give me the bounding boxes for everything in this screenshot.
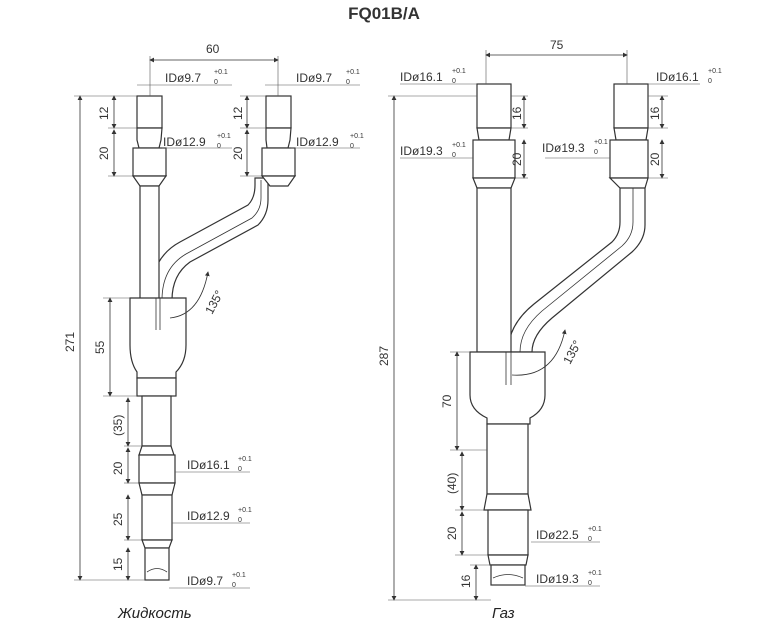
dim-20-low-gas: 20 (445, 526, 459, 540)
tol-upper: +0.1 (452, 142, 466, 149)
tol-lower: 0 (708, 78, 712, 85)
id-low3-liquid: IDø9.7 (187, 574, 223, 588)
dim-15-liquid: 15 (111, 557, 125, 571)
tol-lower: 0 (588, 580, 592, 587)
dim-35-liquid: (35) (111, 415, 125, 436)
id-mid-right-liquid: IDø12.9 (296, 135, 339, 149)
tol-upper: +0.1 (350, 133, 364, 140)
dim-16-low-gas: 16 (459, 574, 473, 588)
angle-gas: 135° (560, 338, 584, 367)
tol-lower: 0 (238, 466, 242, 473)
id-top-left-liquid: IDø9.7 (165, 71, 201, 85)
tol-upper: +0.1 (708, 68, 722, 75)
tol-upper: +0.1 (232, 572, 246, 579)
id-top-right-liquid: IDø9.7 (296, 71, 332, 85)
dim-spacing-gas: 75 (550, 38, 564, 52)
tol-upper: +0.1 (214, 69, 228, 76)
tol-upper: +0.1 (217, 133, 231, 140)
id-low1-liquid: IDø16.1 (187, 458, 230, 472)
dim-20-low-liquid: 20 (111, 461, 125, 475)
tol-lower: 0 (452, 78, 456, 85)
tol-upper: +0.1 (238, 507, 252, 514)
tol-upper: +0.1 (238, 456, 252, 463)
dim-20-right-liquid: 20 (231, 146, 245, 160)
gas-caption: Газ (492, 605, 515, 622)
tol-lower: 0 (588, 536, 592, 543)
dim-total-gas: 287 (377, 346, 391, 366)
dim-12-right-liquid: 12 (231, 106, 245, 120)
tol-upper: +0.1 (346, 69, 360, 76)
angle-liquid: 135° (202, 288, 226, 317)
dim-20-right-gas: 20 (648, 152, 662, 166)
id-low2-liquid: IDø12.9 (187, 509, 230, 523)
tol-lower: 0 (238, 517, 242, 524)
gas-branch-pipe (469, 83, 649, 586)
dim-spacing-liquid: 60 (206, 42, 220, 56)
dim-16-right-gas: 16 (648, 106, 662, 120)
liquid-dimensions: 60 271 12 20 12 20 55 (35) 20 25 15 135°… (63, 42, 364, 589)
tol-lower: 0 (452, 152, 456, 159)
dim-20-left-liquid: 20 (97, 146, 111, 160)
id-top-left-gas: IDø16.1 (400, 70, 443, 84)
id-low2-gas: IDø19.3 (536, 572, 579, 586)
tol-lower: 0 (594, 149, 598, 156)
liquid-branch-pipe (129, 95, 297, 581)
id-mid-left-gas: IDø19.3 (400, 144, 443, 158)
tol-lower: 0 (350, 143, 354, 150)
tol-upper: +0.1 (452, 68, 466, 75)
tol-lower: 0 (217, 143, 221, 150)
dim-total-liquid: 271 (63, 332, 77, 352)
id-low1-gas: IDø22.5 (536, 528, 579, 542)
dim-16-left-gas: 16 (510, 106, 524, 120)
id-top-right-gas: IDø16.1 (656, 70, 699, 84)
id-mid-left-liquid: IDø12.9 (163, 135, 206, 149)
dim-40-gas: (40) (445, 473, 459, 494)
liquid-caption: Жидкость (118, 605, 192, 622)
dim-70-gas: 70 (440, 394, 454, 408)
dim-55-liquid: 55 (93, 340, 107, 354)
tol-lower: 0 (346, 79, 350, 86)
tol-lower: 0 (232, 582, 236, 589)
dim-25-liquid: 25 (111, 512, 125, 526)
tol-lower: 0 (214, 79, 218, 86)
id-mid-right-gas: IDø19.3 (542, 141, 585, 155)
tol-upper: +0.1 (588, 526, 602, 533)
dim-12-left-liquid: 12 (97, 106, 111, 120)
dim-20-left-gas: 20 (510, 152, 524, 166)
drawing-title: FQ01B/A (348, 4, 420, 23)
tol-upper: +0.1 (594, 139, 608, 146)
gas-dimensions: 75 287 16 20 16 20 70 (40) 20 16 135° ID… (377, 38, 722, 601)
tol-upper: +0.1 (588, 570, 602, 577)
